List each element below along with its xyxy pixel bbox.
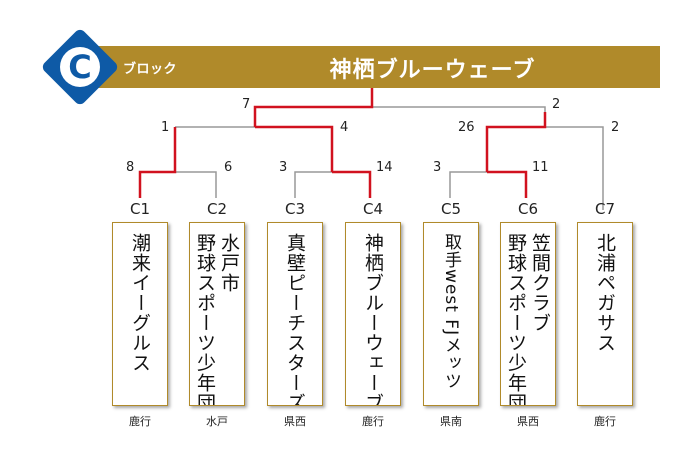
- score-r1-c2: 6: [224, 160, 233, 175]
- r2-right-win-line: [485, 112, 547, 172]
- r2-right-c7-line: [545, 126, 604, 210]
- score-r1-c6: 11: [532, 160, 549, 175]
- team-region-c5: 県南: [440, 415, 462, 428]
- team-code-c1: C1: [129, 200, 151, 218]
- team-name-line: 取手west FJメッツ: [441, 233, 461, 391]
- team-card-c3: 真壁ピーチスターズ: [267, 222, 323, 406]
- score-r2-right-top: 26: [458, 120, 475, 135]
- score-r2-left-top: 1: [161, 120, 170, 135]
- team-card-c6: 笠間クラブ 野球スポーツ少年団: [500, 222, 556, 406]
- team-name-line: 野球スポーツ少年団: [505, 233, 527, 406]
- team-name-line: 潮来イーグルス: [129, 233, 151, 373]
- badge-letter: C: [68, 48, 92, 86]
- r2-left-win-line: [255, 125, 334, 172]
- score-r1-c3: 3: [279, 160, 288, 175]
- team-name-line: 真壁ピーチスターズ: [284, 233, 306, 406]
- badge-circle-shape: [60, 47, 100, 87]
- team-code-c6: C6: [517, 200, 539, 218]
- r1-c3-line: [294, 171, 332, 198]
- block-label: ブロック: [123, 62, 178, 77]
- block-winner-title: 神栖ブルーウェーブ: [329, 58, 536, 83]
- team-card-c1: 潮来イーグルス: [112, 222, 168, 406]
- r1-c1-win-line: [138, 127, 177, 198]
- score-final-right: 2: [552, 97, 561, 112]
- team-region-c6: 県西: [517, 415, 539, 428]
- score-r1-c4: 14: [376, 160, 393, 175]
- block-banner: ブロック 神栖ブルーウェーブ: [75, 46, 660, 88]
- team-name-line: 北浦ペガサス: [594, 233, 616, 353]
- team-code-c7: C7: [594, 200, 616, 218]
- team-region-c3: 県西: [284, 415, 306, 428]
- team-region-c2: 水戸: [206, 415, 228, 428]
- block-badge: C: [40, 27, 120, 107]
- r1-c4-win-line: [332, 170, 372, 198]
- team-region-c4: 鹿行: [362, 415, 384, 428]
- score-r2-left-bottom: 4: [340, 120, 349, 135]
- team-region-c7: 鹿行: [594, 415, 616, 428]
- team-card-c7: 北浦ペガサス: [577, 222, 633, 406]
- team-code-c2: C2: [206, 200, 228, 218]
- team-card-c5: 取手west FJメッツ: [423, 222, 479, 406]
- team-region-c1: 鹿行: [129, 415, 151, 428]
- score-r2-right-bottom: 2: [611, 120, 620, 135]
- team-card-c4: 神栖ブルーウェーブ: [345, 222, 401, 406]
- final-win-line: [253, 88, 374, 127]
- team-code-c3: C3: [284, 200, 306, 218]
- score-final-left: 7: [242, 97, 251, 112]
- team-code-c4: C4: [362, 200, 384, 218]
- r1-c2-line: [140, 171, 217, 198]
- final-right-line: [372, 106, 546, 112]
- r1-c5-line: [449, 171, 487, 198]
- team-code-c5: C5: [440, 200, 462, 218]
- team-name-line: 笠間クラブ: [529, 233, 551, 333]
- team-card-c2: 水戸市 野球スポーツ少年団: [189, 222, 245, 406]
- r1-c6-win-line: [487, 170, 528, 198]
- score-r1-c1: 8: [126, 160, 135, 175]
- team-name-line: 野球スポーツ少年団: [194, 233, 216, 406]
- team-name-line: 水戸市: [218, 233, 240, 293]
- team-name-line: 神栖ブルーウェーブ: [362, 233, 384, 406]
- score-r1-c5: 3: [433, 160, 442, 175]
